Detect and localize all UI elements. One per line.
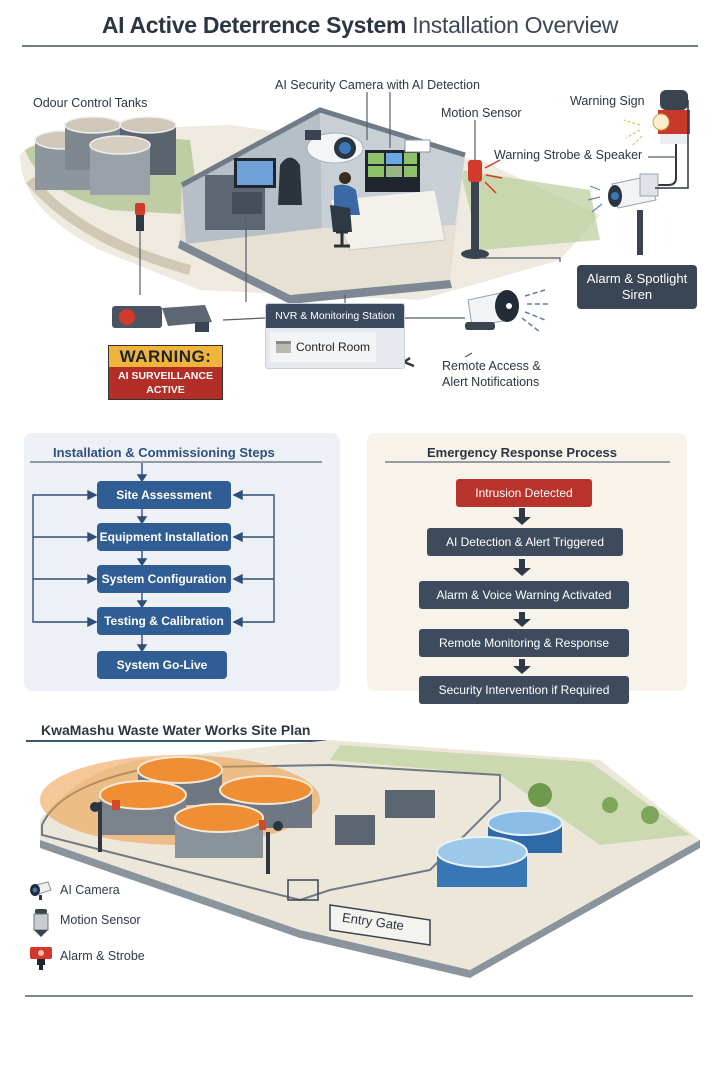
alarm-siren-line2: Siren — [621, 287, 653, 302]
nvr-title: NVR & Monitoring Station — [266, 304, 404, 328]
control-room-building — [178, 107, 466, 304]
response-intrusion-detected: Intrusion Detected — [456, 479, 592, 507]
control-room-label: Control Room — [270, 332, 376, 362]
step-equipment-installation: Equipment Installation — [97, 523, 231, 551]
warning-heading: WARNING: — [109, 346, 222, 367]
step-system-configuration: System Configuration — [97, 565, 231, 593]
alarm-siren-box: Alarm & Spotlight Siren — [577, 265, 697, 309]
control-room-text: Control Room — [296, 340, 371, 354]
alarm-strobe-icon — [30, 947, 52, 970]
nvr-monitoring-station: NVR & Monitoring Station Control Room — [265, 303, 405, 369]
building-2 — [385, 790, 435, 818]
siren-camera — [465, 289, 548, 333]
label-strobe-speaker: Warning Strobe & Speaker — [494, 148, 643, 162]
motion-sensor-pole — [461, 159, 503, 259]
warning-line1: AI SURVEILLANCE — [118, 370, 213, 382]
site-plan-title-divider — [26, 740, 326, 742]
step-system-go-live: System Go-Live — [97, 651, 227, 679]
warning-line2: ACTIVE — [146, 384, 185, 396]
installation-panel: Installation & Commissioning Steps Site … — [24, 433, 340, 691]
left-beacon — [135, 203, 145, 231]
installation-connectors — [30, 461, 322, 653]
site-plan-title: KwaMashu Waste Water Works Site Plan — [41, 722, 311, 738]
alarm-siren-line1: Alarm & Spotlight — [586, 271, 688, 286]
legend-alarm-strobe-label: Alarm & Strobe — [60, 949, 145, 963]
step-testing-calibration: Testing & Calibration — [97, 607, 231, 635]
remote-arrow — [401, 356, 415, 368]
response-ai-detection: AI Detection & Alert Triggered — [427, 528, 623, 556]
site-camera-poles — [90, 800, 283, 874]
title-bold: AI Active Deterrence System — [101, 12, 407, 38]
folder-icon — [276, 341, 291, 353]
page-title: AI Active Deterrence System Installation… — [0, 12, 720, 39]
remote-access-line1: Remote Access & — [442, 359, 541, 373]
site-edge — [40, 840, 700, 978]
orange-tanks — [99, 756, 313, 858]
warning-body: AI SURVEILLANCE ACTIVE — [109, 367, 222, 399]
camera-right — [587, 100, 689, 255]
camera-icon — [30, 881, 52, 900]
grass-right — [460, 170, 600, 250]
label-remote-access: Remote Access & Alert Notifications — [442, 358, 541, 390]
response-security-intervention: Security Intervention if Required — [419, 676, 629, 704]
motion-sensor-icon — [33, 909, 49, 937]
legend-motion-sensor-label: Motion Sensor — [60, 913, 141, 927]
label-odour-tanks: Odour Control Tanks — [33, 96, 148, 110]
emergency-panel: Emergency Response Process Intrusion Det… — [367, 433, 687, 691]
blue-clarifiers — [436, 810, 563, 887]
odour-tanks — [34, 116, 177, 195]
warning-strobe — [623, 90, 690, 186]
installation-title: Installation & Commissioning Steps — [53, 445, 275, 460]
path-curve — [26, 176, 192, 275]
bottom-divider — [25, 995, 693, 997]
label-warning-sign: Warning Sign — [570, 94, 645, 108]
emergency-connectors — [385, 461, 670, 674]
site-plan-illustration — [40, 740, 700, 978]
label-motion-sensor: Motion Sensor — [441, 106, 522, 120]
connector-lines — [139, 92, 676, 358]
step-site-assessment: Site Assessment — [97, 481, 231, 509]
legend-motion-sensor: Motion Sensor — [28, 908, 141, 937]
title-light: Installation Overview — [412, 12, 619, 38]
remote-access-line2: Alert Notifications — [442, 375, 540, 389]
legend-ai-camera: AI Camera — [28, 878, 120, 904]
system-overview-illustration — [20, 90, 690, 368]
site-greenery — [330, 745, 690, 845]
response-remote-monitoring: Remote Monitoring & Response — [419, 629, 629, 657]
gate — [287, 879, 319, 901]
emergency-title: Emergency Response Process — [426, 445, 618, 460]
warning-sign-board: WARNING: AI SURVEILLANCE ACTIVE — [108, 345, 223, 400]
label-ai-camera: AI Security Camera with AI Detection — [275, 78, 480, 92]
small-building — [335, 815, 375, 845]
response-alarm-voice: Alarm & Voice Warning Activated — [419, 581, 629, 609]
legend-ai-camera-label: AI Camera — [60, 883, 120, 897]
title-divider — [22, 45, 698, 47]
legend-alarm-strobe: Alarm & Strobe — [28, 944, 145, 970]
entry-gate-sign — [329, 904, 431, 946]
warning-camera — [112, 305, 212, 332]
